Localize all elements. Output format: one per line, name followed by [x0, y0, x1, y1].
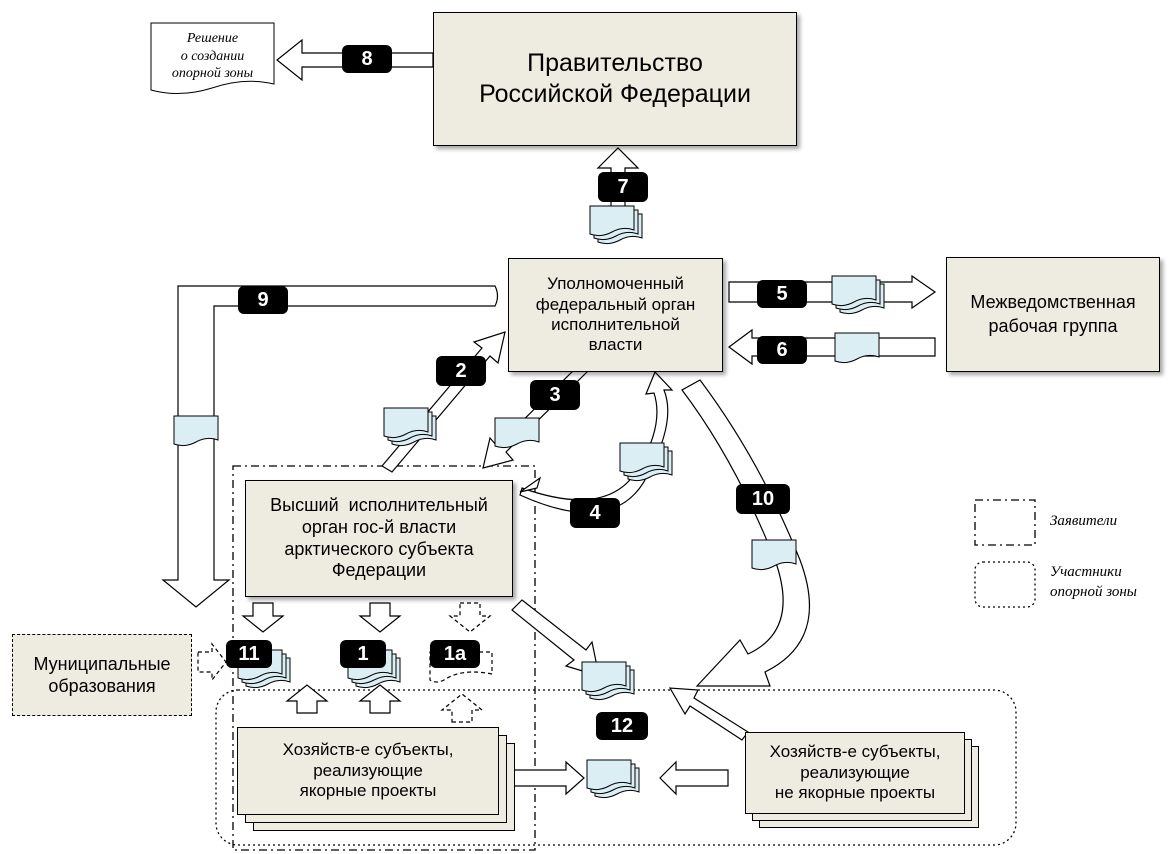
- step-badge-7: 7: [598, 172, 648, 202]
- arrow-step-12-right: [659, 760, 729, 796]
- government-line-1: Правительство: [527, 48, 703, 77]
- decision-line-3: опорной зоны: [171, 66, 254, 81]
- step-badge-12: 12: [596, 712, 648, 740]
- arrow-up: [358, 684, 402, 714]
- regional-line-3: арктического субъекта: [284, 538, 474, 559]
- regional-line-4: Федерации: [331, 560, 427, 581]
- other-line-2: реализующие: [800, 762, 910, 782]
- federal-line-1: Уполномоченный: [547, 274, 684, 294]
- federal-line-3: исполнительной: [551, 315, 680, 334]
- regional-body-box: Высший исполнительный орган гос-й власти…: [245, 480, 513, 597]
- decision-line-1: Решение: [186, 31, 239, 46]
- legend-applicants-label: Заявители: [1050, 513, 1118, 529]
- anchor-line-2: реализующие: [313, 760, 423, 780]
- arrow-up-optional: [440, 693, 484, 723]
- federal-line-4: власти: [588, 335, 643, 355]
- decision-document: Решение о создании опорной зоны: [150, 22, 275, 96]
- arrow-down-optional: [448, 602, 492, 633]
- arrow-step-9: [161, 285, 499, 608]
- step-badge-6: 6: [757, 336, 807, 364]
- step-badge-9: 9: [238, 286, 288, 314]
- step-badge-2: 2: [436, 356, 486, 386]
- working-group-box: Межведомственная рабочая группа: [946, 257, 1160, 372]
- municipal-box: Муниципальные образования: [12, 634, 192, 716]
- documents-icon: [589, 205, 643, 245]
- step-badge-8: 8: [342, 45, 392, 73]
- arrow-down: [241, 602, 285, 633]
- document-icon: [494, 417, 540, 449]
- arrow-municipal: [197, 642, 227, 682]
- arrow-step-12-left: [511, 760, 585, 796]
- regional-line-1: Высший исполнительный: [270, 495, 488, 516]
- government-line-2: Российской Федерации: [479, 80, 751, 108]
- other-entities-box: Хозяйств-е субъекты, реализующие не якор…: [745, 732, 985, 832]
- participants-region: [215, 689, 1017, 846]
- decision-document-shape: [150, 22, 275, 94]
- anchor-line-3: якорные проекты: [299, 781, 437, 801]
- step-badge-4: 4: [570, 498, 620, 528]
- working-group-line-1: Межведомственная: [970, 292, 1136, 313]
- legend-participants-line-2: опорной зоны: [1050, 584, 1137, 601]
- regional-line-2: орган гос-й власти: [301, 516, 457, 537]
- arrow-up: [285, 684, 329, 714]
- anchor-entities-box: Хозяйств-е субъекты, реализующие якорные…: [237, 727, 533, 837]
- municipal-line-1: Муниципальные: [33, 653, 171, 674]
- other-line-1: Хозяйств-е субъекты,: [769, 742, 941, 762]
- step-badge-1: 1: [340, 640, 386, 668]
- document-icon: [834, 332, 880, 364]
- documents-icon: [586, 759, 640, 799]
- legend-participants-swatch: [974, 561, 1036, 608]
- government-box: Правительство Российской Федерации: [433, 12, 797, 146]
- step-badge-1a: 1а: [430, 640, 480, 668]
- documents-icon: [581, 661, 635, 701]
- anchor-line-1: Хозяйств-е субъекты,: [282, 740, 454, 760]
- step-badge-3: 3: [530, 380, 580, 410]
- arrow-diagonal: [668, 687, 749, 741]
- municipal-line-2: образования: [48, 676, 156, 696]
- documents-icon: [383, 407, 437, 447]
- other-line-3: не якорные проекты: [774, 783, 936, 803]
- working-group-line-2: рабочая группа: [988, 315, 1118, 336]
- federal-line-2: федеральный орган: [535, 294, 696, 314]
- step-badge-5: 5: [757, 280, 807, 308]
- legend-participants-line-1: Участники: [1050, 564, 1122, 580]
- legend-participants-label: Участники опорной зоны: [1050, 562, 1137, 603]
- legend-applicants-swatch: [974, 499, 1036, 546]
- federal-body-box: Уполномоченный федеральный орган исполни…: [508, 258, 723, 372]
- documents-icon: [619, 442, 673, 482]
- arrow-down: [358, 602, 402, 633]
- documents-icon: [831, 275, 885, 315]
- step-badge-11: 11: [226, 640, 272, 668]
- decision-line-2: о создании: [180, 48, 245, 64]
- arrow-step-10: [681, 379, 811, 687]
- step-badge-10: 10: [736, 484, 790, 514]
